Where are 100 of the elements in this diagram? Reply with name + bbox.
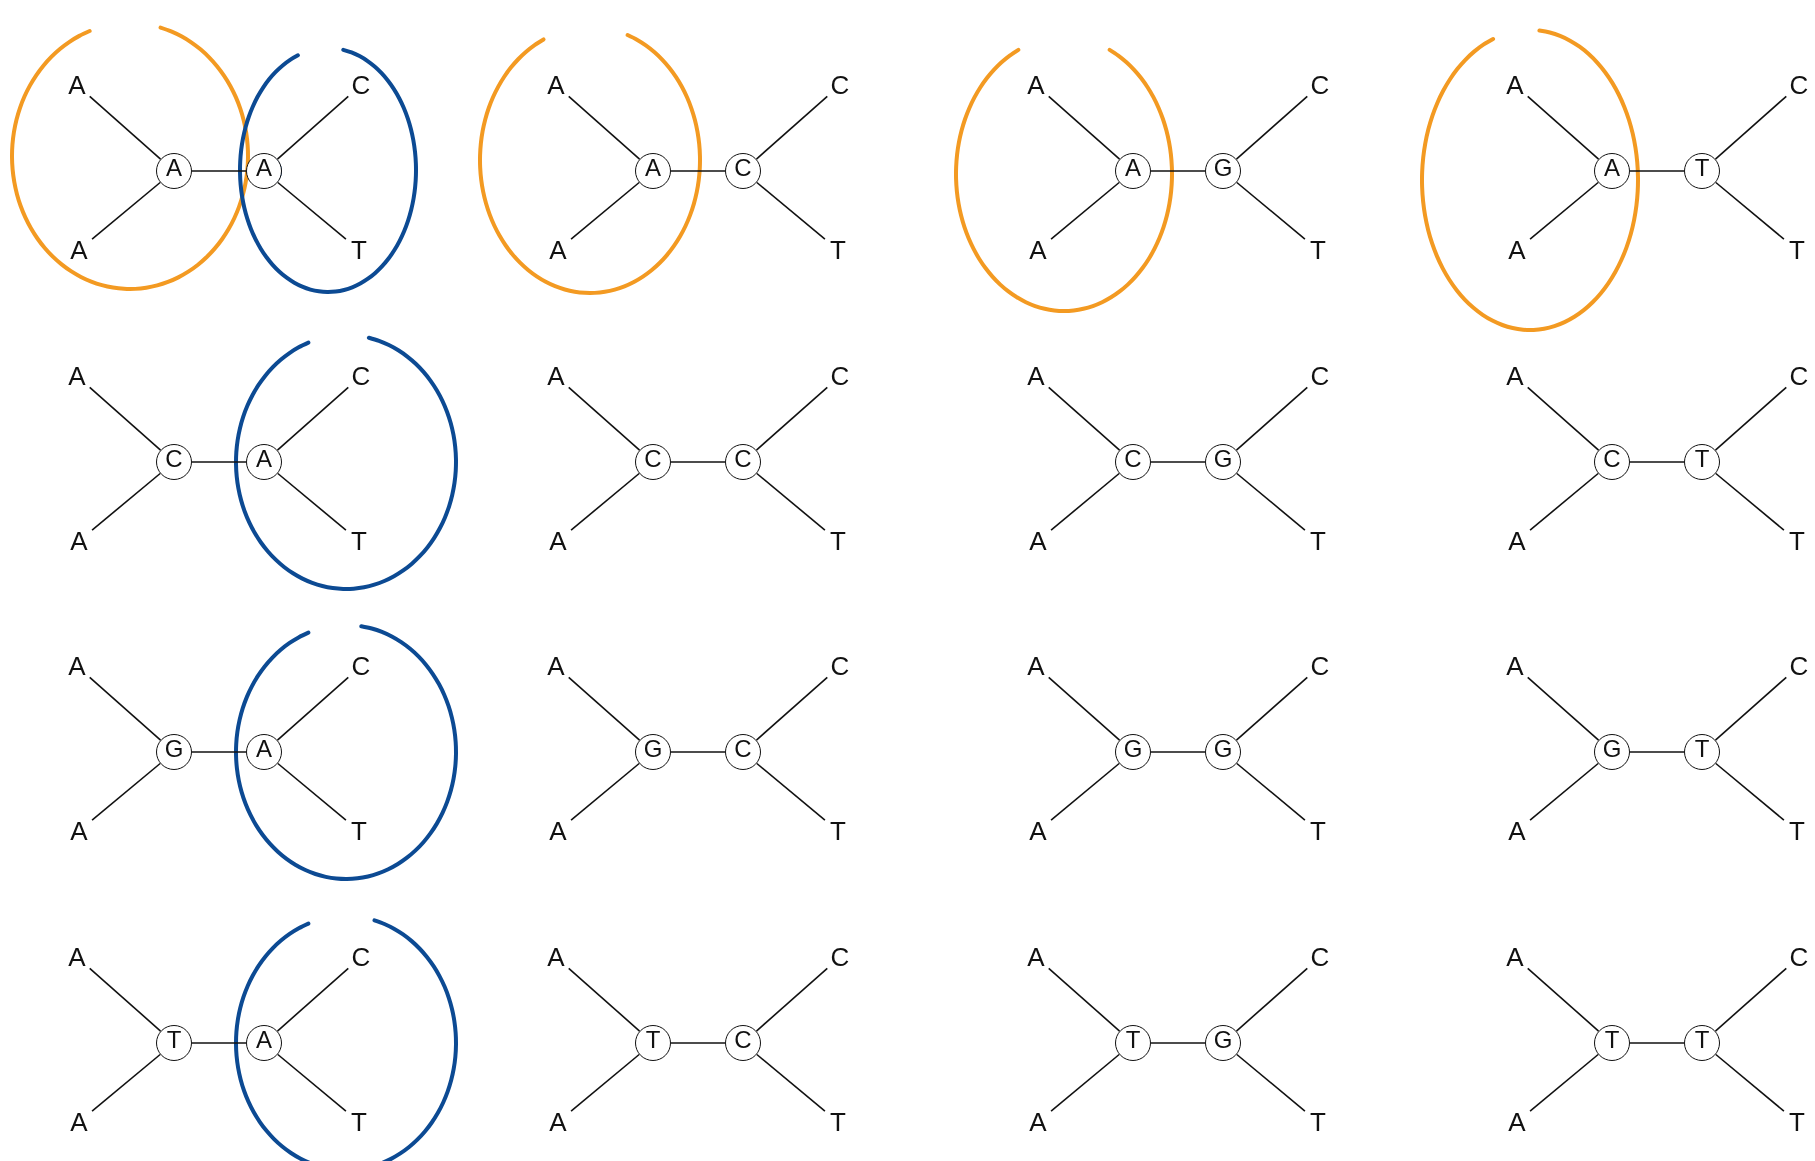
leaf-label: T: [346, 1107, 372, 1137]
leaf-label: A: [1502, 942, 1528, 972]
internal-node-circle: C: [635, 444, 671, 480]
tree-branch: [1629, 1042, 1685, 1044]
leaf-label: C: [348, 361, 374, 391]
leaf-label: C: [1786, 942, 1812, 972]
leaf-label: C: [1307, 70, 1333, 100]
tree-branch: [1150, 461, 1206, 463]
tree-branch: [756, 1053, 826, 1112]
tree-branch: [1236, 1053, 1306, 1112]
tree-branch: [1050, 181, 1120, 240]
tree-branch: [1629, 461, 1685, 463]
tree-branch: [277, 1053, 347, 1112]
leaf-label: T: [1784, 526, 1810, 556]
internal-node-circle: A: [246, 444, 282, 480]
tree-branch: [277, 472, 347, 531]
leaf-label: A: [545, 526, 571, 556]
leaf-label: A: [543, 942, 569, 972]
tree-branch: [756, 762, 826, 821]
tree-branch: [91, 472, 161, 531]
internal-node-circle: A: [246, 1025, 282, 1061]
tree-branch: [1150, 751, 1206, 753]
tree-branch: [1715, 181, 1785, 240]
internal-node-circle: G: [1115, 734, 1151, 770]
leaf-label: T: [346, 526, 372, 556]
leaf-label: A: [1023, 361, 1049, 391]
leaf-label: C: [1307, 651, 1333, 681]
leaf-label: A: [66, 235, 92, 265]
tree-branch: [1050, 762, 1120, 821]
internal-node-circle: C: [725, 444, 761, 480]
leaf-label: A: [64, 651, 90, 681]
leaf-label: A: [1504, 526, 1530, 556]
leaf-label: A: [66, 526, 92, 556]
tree-branch: [91, 181, 161, 240]
tree-branch: [1047, 95, 1121, 160]
leaf-label: C: [348, 70, 374, 100]
tree-branch: [1235, 95, 1309, 160]
internal-node-circle: C: [725, 734, 761, 770]
internal-node-circle: G: [1205, 1025, 1241, 1061]
leaf-label: T: [825, 1107, 851, 1137]
leaf-label: A: [64, 361, 90, 391]
tree-branch: [1150, 170, 1206, 172]
leaf-label: A: [1025, 235, 1051, 265]
internal-node-circle: G: [1205, 734, 1241, 770]
tree-branch: [1529, 181, 1599, 240]
internal-node-circle: G: [156, 734, 192, 770]
leaf-label: C: [827, 70, 853, 100]
tree-branch: [1715, 1053, 1785, 1112]
leaf-label: T: [1305, 1107, 1331, 1137]
leaf-label: A: [1502, 70, 1528, 100]
internal-node-circle: A: [246, 734, 282, 770]
leaf-label: C: [1786, 651, 1812, 681]
leaf-label: C: [1786, 70, 1812, 100]
leaf-label: A: [1502, 361, 1528, 391]
leaf-label: A: [66, 1107, 92, 1137]
internal-node-circle: T: [1594, 1025, 1630, 1061]
tree-branch: [1629, 751, 1685, 753]
tree-branch: [755, 95, 829, 160]
internal-node-circle: C: [725, 153, 761, 189]
tree-branch: [1526, 386, 1600, 451]
tree-branch: [191, 170, 247, 172]
tree-branch: [1150, 1042, 1206, 1044]
leaf-label: A: [1504, 816, 1530, 846]
tree-branch: [670, 751, 726, 753]
leaf-label: A: [545, 235, 571, 265]
internal-node-circle: T: [635, 1025, 671, 1061]
tree-branch: [755, 386, 829, 451]
tree-branch: [567, 95, 641, 160]
leaf-label: T: [1784, 1107, 1810, 1137]
internal-node-circle: T: [1684, 1025, 1720, 1061]
internal-node-circle: A: [1594, 153, 1630, 189]
leaf-label: A: [66, 816, 92, 846]
tree-branch: [91, 1053, 161, 1112]
tree-branch: [755, 676, 829, 741]
tree-branch: [570, 181, 640, 240]
tree-branch: [88, 386, 162, 451]
leaf-label: A: [1023, 651, 1049, 681]
internal-node-circle: T: [1684, 734, 1720, 770]
tree-branch: [755, 967, 829, 1032]
tree-branch: [1235, 676, 1309, 741]
tree-branch: [277, 762, 347, 821]
leaf-label: C: [348, 651, 374, 681]
internal-node-circle: A: [635, 153, 671, 189]
tree-branch: [1050, 1053, 1120, 1112]
internal-node-circle: C: [156, 444, 192, 480]
tree-branch: [191, 751, 247, 753]
leaf-label: T: [346, 235, 372, 265]
leaf-label: T: [1305, 816, 1331, 846]
internal-node-circle: C: [1594, 444, 1630, 480]
tree-branch: [1047, 967, 1121, 1032]
leaf-label: C: [827, 361, 853, 391]
tree-branch: [670, 170, 726, 172]
leaf-label: T: [825, 235, 851, 265]
tree-branch: [88, 676, 162, 741]
tree-branch: [191, 461, 247, 463]
leaf-label: A: [1023, 942, 1049, 972]
leaf-label: A: [1504, 235, 1530, 265]
leaf-label: T: [1305, 235, 1331, 265]
internal-node-circle: A: [1115, 153, 1151, 189]
tree-branch: [88, 95, 162, 160]
